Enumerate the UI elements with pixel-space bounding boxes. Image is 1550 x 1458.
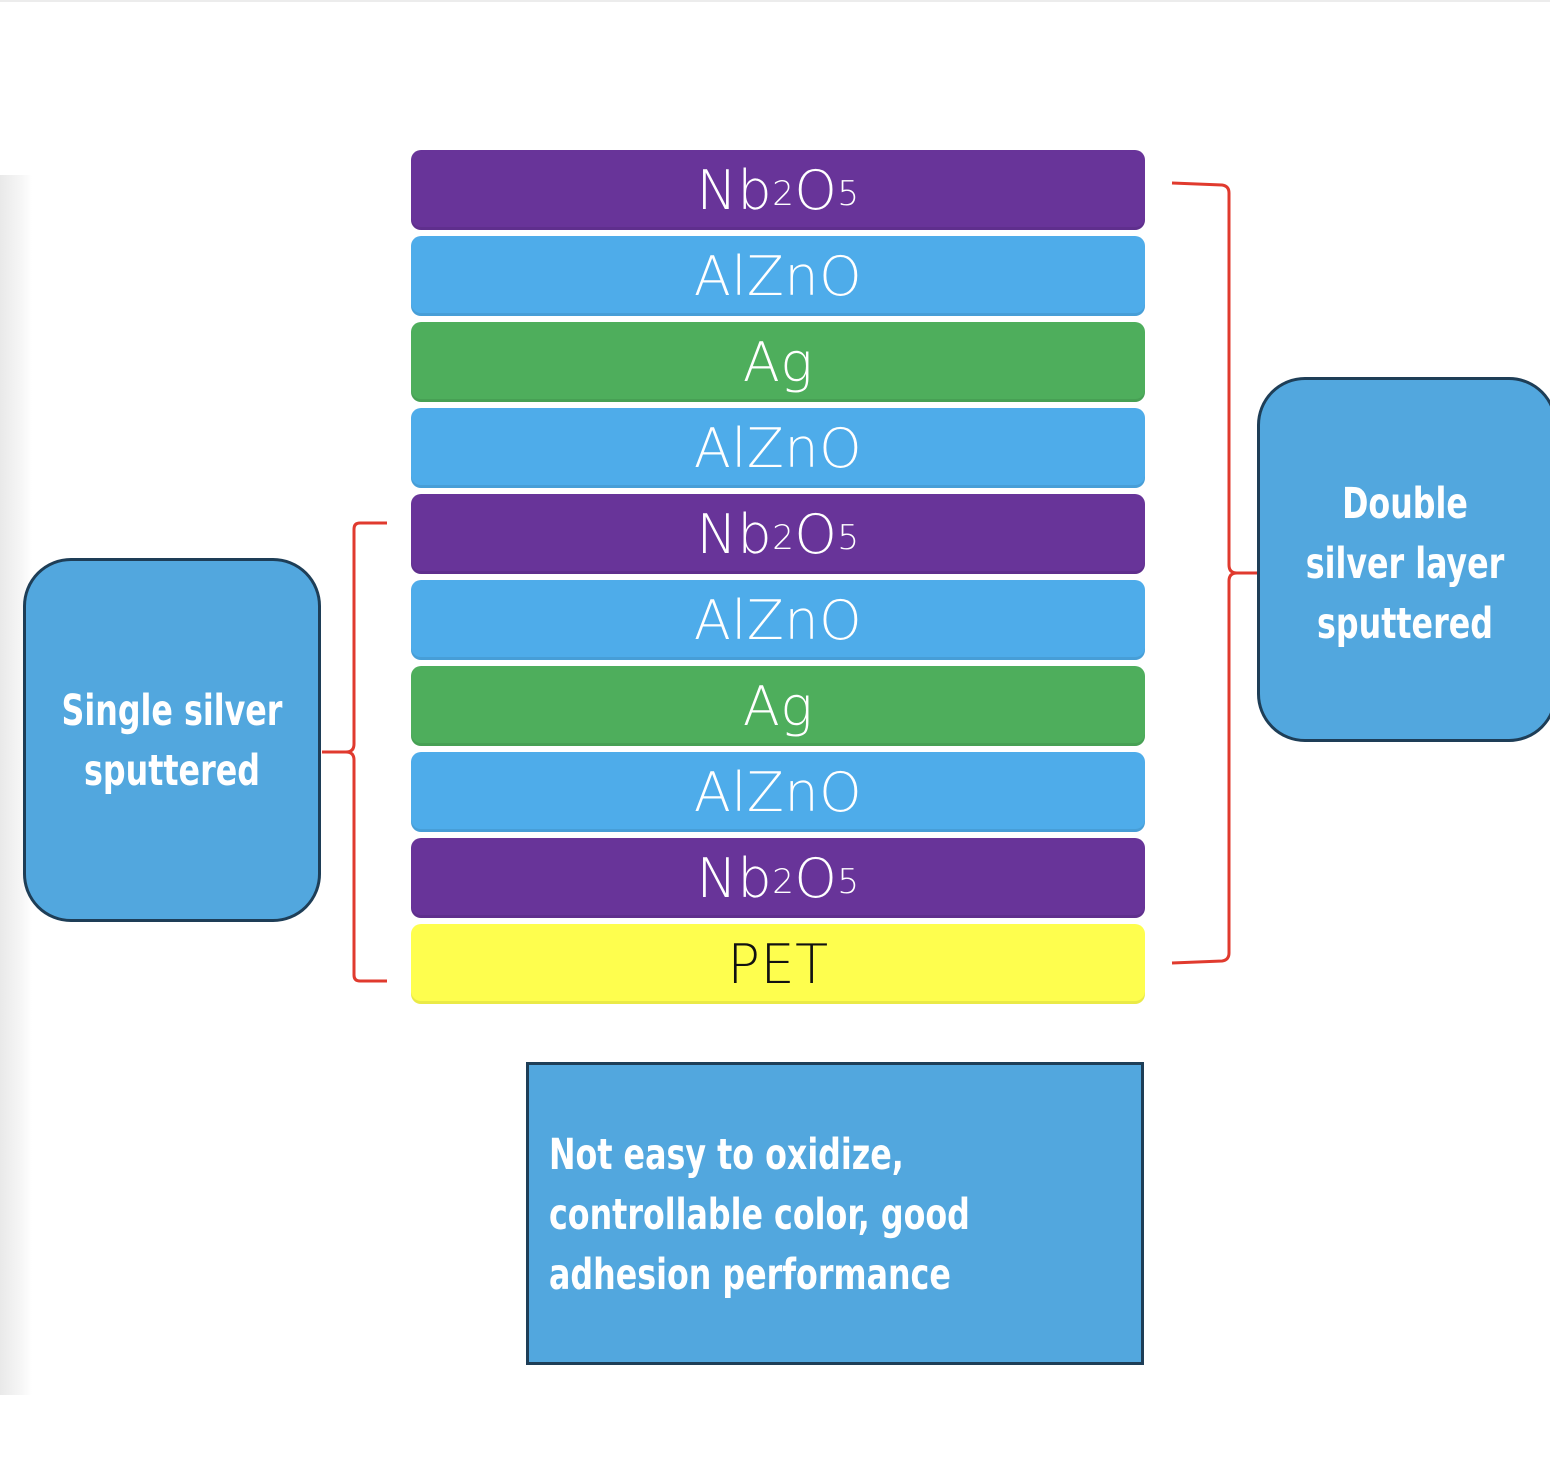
- layer-alzno-1: AlZnO: [411, 236, 1145, 316]
- layer-pet-substrate: PET: [411, 924, 1145, 1004]
- layer-alzno-4: AlZnO: [411, 752, 1145, 832]
- double-silver-callout: Double silver layer sputtered: [1257, 377, 1550, 742]
- left-brace: [322, 521, 387, 983]
- layer-ag-1: Ag: [411, 322, 1145, 402]
- single-silver-callout: Single silver sputtered: [23, 558, 321, 922]
- layer-alzno-2: AlZnO: [411, 408, 1145, 488]
- right-brace: [1171, 181, 1260, 965]
- layer-alzno-3: AlZnO: [411, 580, 1145, 660]
- layer-ag-2: Ag: [411, 666, 1145, 746]
- properties-note: Not easy to oxidize, controllable color,…: [526, 1062, 1144, 1365]
- top-border: [0, 0, 1550, 2]
